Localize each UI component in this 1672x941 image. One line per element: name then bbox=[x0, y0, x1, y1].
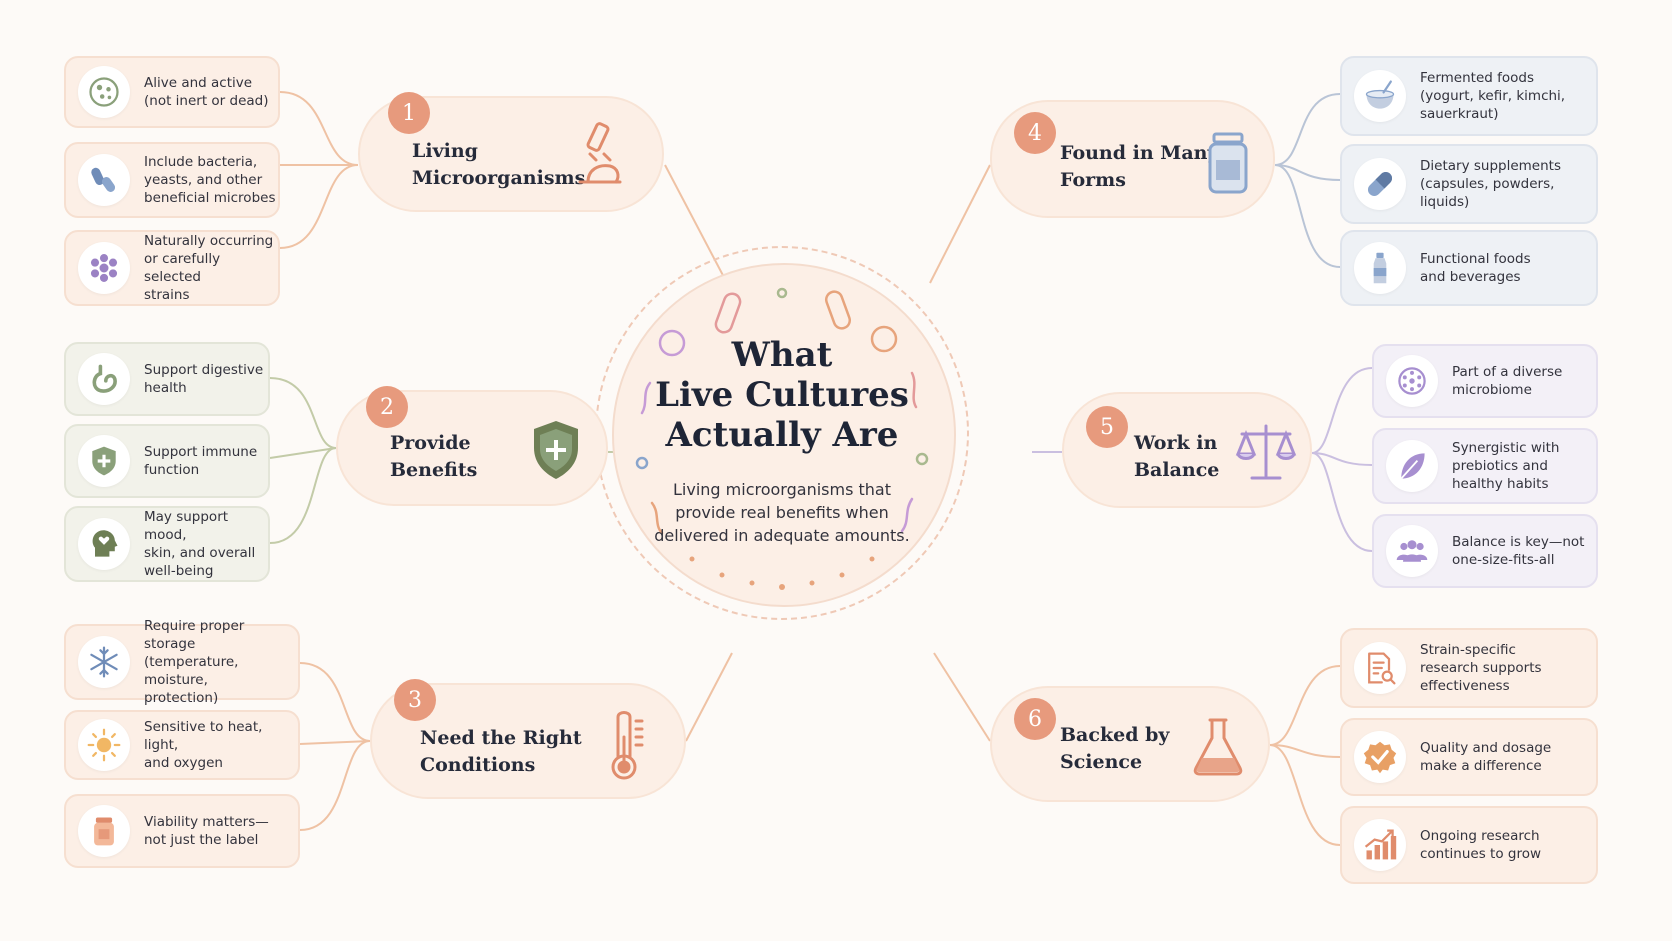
section-3-hub: 3 Need the Right Conditions bbox=[370, 679, 686, 799]
section-2-hub: 2 Provide Benefits bbox=[336, 386, 608, 506]
microbe-decoration bbox=[635, 287, 929, 590]
snowflake-icon bbox=[78, 636, 130, 688]
people-icon bbox=[1386, 525, 1438, 577]
item-text: Support digestive health bbox=[144, 362, 264, 396]
section-6-item-2: Quality and dosage make a difference bbox=[1340, 718, 1598, 796]
center-title: What Live Cultures Actually Are bbox=[655, 335, 909, 455]
section-3-item-3: Viability matters— not just the label bbox=[64, 794, 300, 868]
document-search-icon bbox=[1354, 642, 1406, 694]
section-4-item-1: Fermented foods (yogurt, kefir, kimchi, … bbox=[1340, 56, 1598, 136]
section-number-badge: 6 bbox=[1014, 698, 1056, 740]
section-3-item-2: Sensitive to heat, light, and oxygen bbox=[64, 710, 300, 780]
item-text: Part of a diverse microbiome bbox=[1452, 364, 1563, 398]
section-title: Living Microorganisms bbox=[412, 140, 586, 189]
section-6-hub: 6 Backed by Science bbox=[990, 686, 1270, 802]
section-6-item-3: Ongoing research continues to grow bbox=[1340, 806, 1598, 884]
bottle-icon bbox=[1206, 132, 1250, 200]
item-text: Sensitive to heat, light, and oxygen bbox=[144, 719, 263, 771]
sun-icon bbox=[78, 719, 130, 771]
section-2-item-1: Support digestive health bbox=[64, 342, 270, 416]
item-text: Synergistic with prebiotics and healthy … bbox=[1452, 440, 1560, 492]
item-text: Viability matters— not just the label bbox=[144, 814, 269, 848]
scale-icon bbox=[1234, 420, 1298, 488]
section-1-item-2: Include bacteria, yeasts, and other bene… bbox=[64, 142, 280, 218]
item-text: Balance is key—not one-size-fits-all bbox=[1452, 534, 1585, 568]
section-number-badge: 2 bbox=[366, 386, 408, 428]
item-text: Quality and dosage make a difference bbox=[1420, 740, 1552, 774]
section-title: Work in Balance bbox=[1134, 432, 1220, 481]
jar-icon bbox=[78, 805, 130, 857]
section-4-item-2: Dietary supplements (capsules, powders, … bbox=[1340, 144, 1598, 224]
section-5-hub: 5 Work in Balance bbox=[1062, 392, 1312, 508]
bowl-icon bbox=[1354, 70, 1406, 122]
item-text: Require proper storage (temperature, moi… bbox=[144, 618, 245, 706]
section-1-item-1: Alive and active (not inert or dead) bbox=[64, 56, 280, 128]
section-4-hub: 4 Found in Many Forms bbox=[990, 100, 1275, 218]
section-6-item-1: Strain-specific research supports effect… bbox=[1340, 628, 1598, 708]
section-title: Backed by Science bbox=[1060, 724, 1170, 773]
capsule-icon bbox=[1354, 158, 1406, 210]
item-text: Alive and active (not inert or dead) bbox=[144, 75, 269, 109]
bacteria-icon bbox=[78, 154, 130, 206]
section-4-item-3: Functional foods and beverages bbox=[1340, 230, 1598, 306]
item-text: Include bacteria, yeasts, and other bene… bbox=[144, 154, 276, 206]
section-number-badge: 5 bbox=[1086, 406, 1128, 448]
section-1-hub: 1 Living Microorganisms bbox=[358, 92, 664, 212]
cluster-icon bbox=[78, 242, 130, 294]
item-text: Strain-specific research supports effect… bbox=[1420, 642, 1542, 694]
section-5-item-1: Part of a diverse microbiome bbox=[1372, 344, 1598, 418]
section-2-item-3: May support mood, skin, and overall well… bbox=[64, 506, 270, 582]
shield-icon bbox=[528, 418, 584, 486]
chart-up-icon bbox=[1354, 819, 1406, 871]
section-5-item-2: Synergistic with prebiotics and healthy … bbox=[1372, 428, 1598, 504]
section-number-badge: 3 bbox=[394, 679, 436, 721]
head-heart-icon bbox=[78, 518, 130, 570]
flask-icon bbox=[1190, 716, 1246, 780]
item-text: Naturally occurring or carefully selecte… bbox=[144, 233, 274, 303]
microbiome-icon bbox=[1386, 355, 1438, 407]
section-number-badge: 1 bbox=[388, 92, 430, 134]
item-text: Fermented foods (yogurt, kefir, kimchi, … bbox=[1420, 70, 1566, 122]
cell-icon bbox=[78, 66, 130, 118]
stomach-icon bbox=[78, 353, 130, 405]
item-text: Functional foods and beverages bbox=[1420, 251, 1531, 285]
section-number-badge: 4 bbox=[1014, 112, 1056, 154]
section-title: Need the Right Conditions bbox=[420, 727, 582, 776]
section-2-item-2: Support immune function bbox=[64, 424, 270, 498]
section-3-item-1: Require proper storage (temperature, moi… bbox=[64, 618, 300, 706]
section-1-item-3: Naturally occurring or carefully selecte… bbox=[64, 230, 280, 306]
section-title: Provide Benefits bbox=[390, 432, 478, 481]
item-text: Dietary supplements (capsules, powders, … bbox=[1420, 158, 1561, 210]
center-circle bbox=[612, 263, 956, 607]
section-title: Found in Many Forms bbox=[1060, 142, 1219, 191]
microscope-icon bbox=[568, 120, 632, 194]
drink-bottle-icon bbox=[1354, 242, 1406, 294]
leaf-icon bbox=[1386, 440, 1438, 492]
thermometer-icon bbox=[604, 707, 648, 787]
shield-plus-icon bbox=[78, 435, 130, 487]
section-5-item-3: Balance is key—not one-size-fits-all bbox=[1372, 514, 1598, 588]
badge-check-icon bbox=[1354, 731, 1406, 783]
item-text: Support immune function bbox=[144, 444, 258, 478]
item-text: May support mood, skin, and overall well… bbox=[144, 509, 256, 579]
item-text: Ongoing research continues to grow bbox=[1420, 828, 1541, 862]
center-subtitle: Living microorganisms that provide real … bbox=[654, 480, 910, 545]
